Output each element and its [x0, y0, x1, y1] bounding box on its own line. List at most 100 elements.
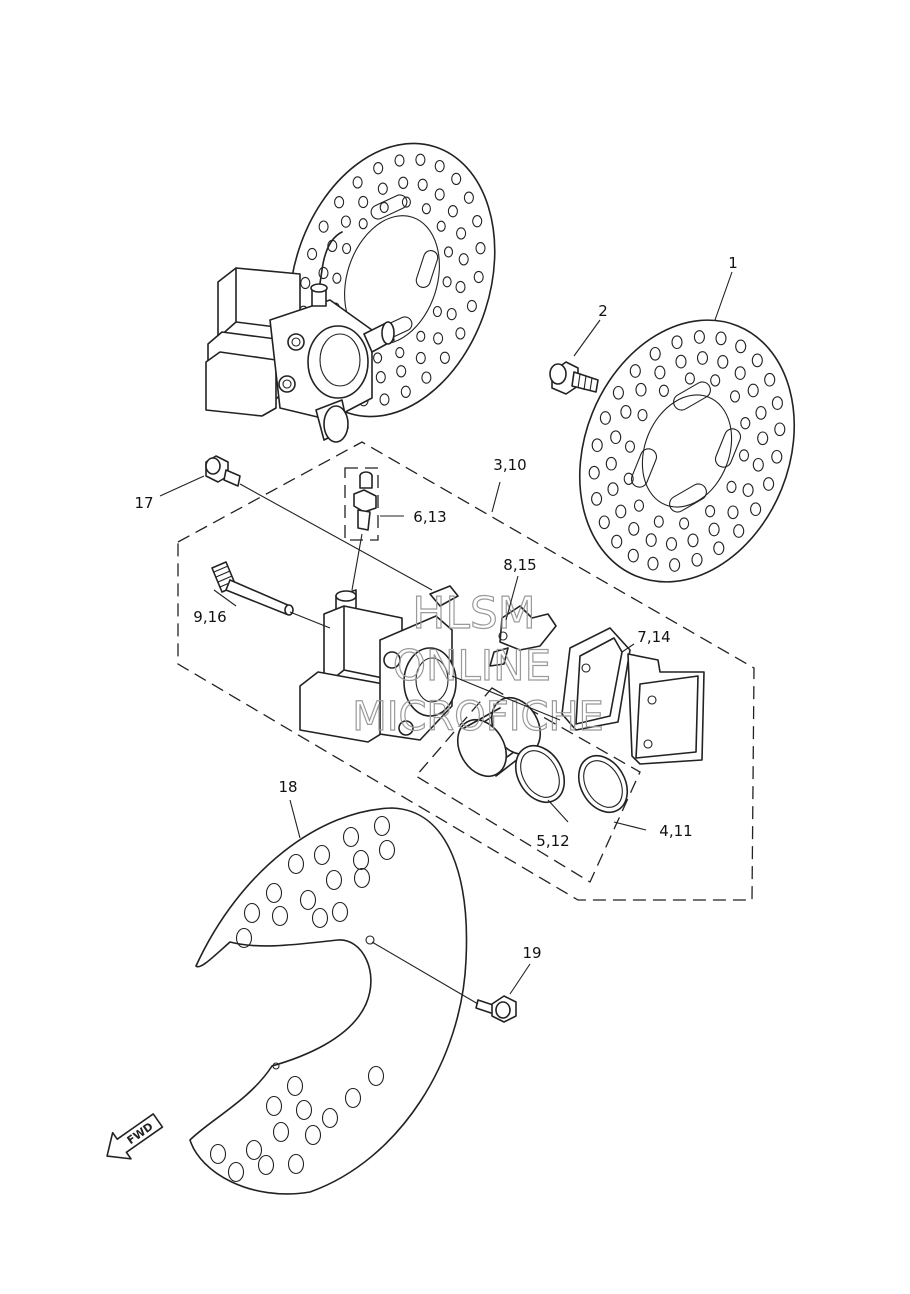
- disc-hole: [771, 396, 783, 410]
- disc-hole: [610, 430, 622, 445]
- disc-cover-holes: [209, 815, 396, 1183]
- disc-hole: [647, 556, 659, 571]
- disc-hole: [633, 499, 645, 512]
- callout-19: 19: [522, 944, 541, 962]
- disc-hole: [774, 422, 786, 437]
- cover-hole: [271, 905, 289, 927]
- disc-1-holes: [588, 330, 786, 572]
- disc-hole: [653, 515, 664, 528]
- piston-kit-outline: [415, 687, 641, 883]
- disc-hole: [463, 191, 474, 204]
- brake-pad-7: [561, 627, 631, 731]
- callout-18: 18: [278, 778, 297, 796]
- watermark-line-2: ONLINE: [393, 641, 551, 690]
- disc-hole: [611, 534, 623, 549]
- disc-bolt-2: [549, 361, 599, 395]
- disc-hole: [665, 537, 678, 551]
- callout-17: 17: [134, 494, 153, 512]
- cover-hole: [299, 889, 317, 911]
- disc-hole: [629, 364, 641, 378]
- disc-hole: [727, 505, 739, 520]
- disc-hole: [645, 533, 657, 547]
- disc-hole: [691, 552, 703, 567]
- disc-hole: [734, 366, 746, 380]
- disc-hole: [472, 215, 483, 228]
- disc-hole: [434, 188, 445, 201]
- piston-seal-5: [514, 744, 566, 804]
- disc-hole: [432, 305, 442, 318]
- callout-3-10: 3,10: [493, 456, 526, 474]
- piston: [456, 696, 542, 778]
- brake-pad-14: [627, 653, 705, 765]
- disc-hole: [742, 483, 754, 497]
- disc-hole: [475, 242, 486, 255]
- cover-hole: [353, 867, 371, 889]
- disc-cover-18: [189, 807, 468, 1195]
- disc-hole: [442, 276, 452, 288]
- disc-hole: [624, 440, 636, 453]
- disc-hole: [733, 524, 745, 538]
- disc-hole: [588, 465, 600, 480]
- cover-hole: [209, 1143, 227, 1165]
- disc-hole: [395, 347, 405, 359]
- disc-hole: [615, 504, 627, 519]
- disc-hole: [735, 339, 747, 354]
- disc-hole: [612, 385, 624, 400]
- disc-hole: [417, 178, 428, 191]
- disc-hole: [757, 431, 769, 446]
- disc-hole: [379, 393, 390, 406]
- disc-hole: [738, 449, 750, 462]
- disc-hole: [334, 196, 345, 209]
- disc-hole: [451, 172, 462, 186]
- disc-hole: [671, 335, 683, 350]
- cover-hole: [265, 1095, 283, 1117]
- callout-7-14: 7,14: [637, 628, 670, 646]
- disc-hole: [684, 372, 695, 385]
- disc-hole: [446, 307, 457, 321]
- disc-hole: [352, 176, 363, 189]
- cover-hole: [227, 1161, 245, 1183]
- disc-hole: [654, 365, 666, 380]
- disc-hole: [658, 384, 669, 397]
- disc-hole: [620, 405, 632, 419]
- disc-hole: [763, 477, 775, 491]
- disc-hole: [599, 411, 611, 425]
- watermark: HLSM ONLINE MICROFICHE: [352, 587, 605, 740]
- disc-hole: [607, 482, 619, 496]
- disc-hole: [358, 195, 369, 209]
- disc-hole: [752, 457, 764, 472]
- disc-hole: [729, 390, 741, 403]
- disc-hole: [398, 176, 409, 189]
- pad-bracket-8: [489, 605, 557, 667]
- dust-seal-4: [577, 754, 629, 814]
- disc-hole: [379, 201, 389, 213]
- callout-1: 1: [728, 254, 738, 272]
- brake-disc-1: [578, 319, 796, 583]
- cover-bolt-19: [475, 995, 517, 1023]
- cover-hole: [311, 907, 329, 929]
- disc-hole: [447, 205, 458, 218]
- disc-hole: [416, 330, 426, 342]
- cover-hole: [321, 1107, 339, 1129]
- cover-hole: [257, 1154, 275, 1176]
- cover-hole: [331, 901, 349, 923]
- disc-hole: [358, 218, 368, 230]
- disc-hole: [635, 382, 647, 397]
- disc-hole: [373, 162, 384, 175]
- disc-hole: [396, 365, 407, 378]
- cover-hole: [245, 1139, 263, 1161]
- disc-hole: [342, 242, 352, 255]
- callout-labels: 1 2 3,10 4,11 5,12 6,13 7,14 8,15 9,16 1…: [134, 254, 737, 962]
- disc-hole: [751, 353, 763, 368]
- cover-hole: [286, 1075, 304, 1097]
- disc-hole: [307, 247, 318, 261]
- cover-hole: [367, 1065, 385, 1087]
- cover-hole: [287, 1153, 305, 1175]
- disc-hole: [715, 331, 727, 346]
- watermark-line-1: HLSM: [412, 588, 536, 639]
- cover-hole: [344, 1087, 362, 1109]
- disc-hole: [764, 372, 776, 387]
- callout-6-13: 6,13: [413, 508, 446, 526]
- disc-hole: [669, 558, 681, 572]
